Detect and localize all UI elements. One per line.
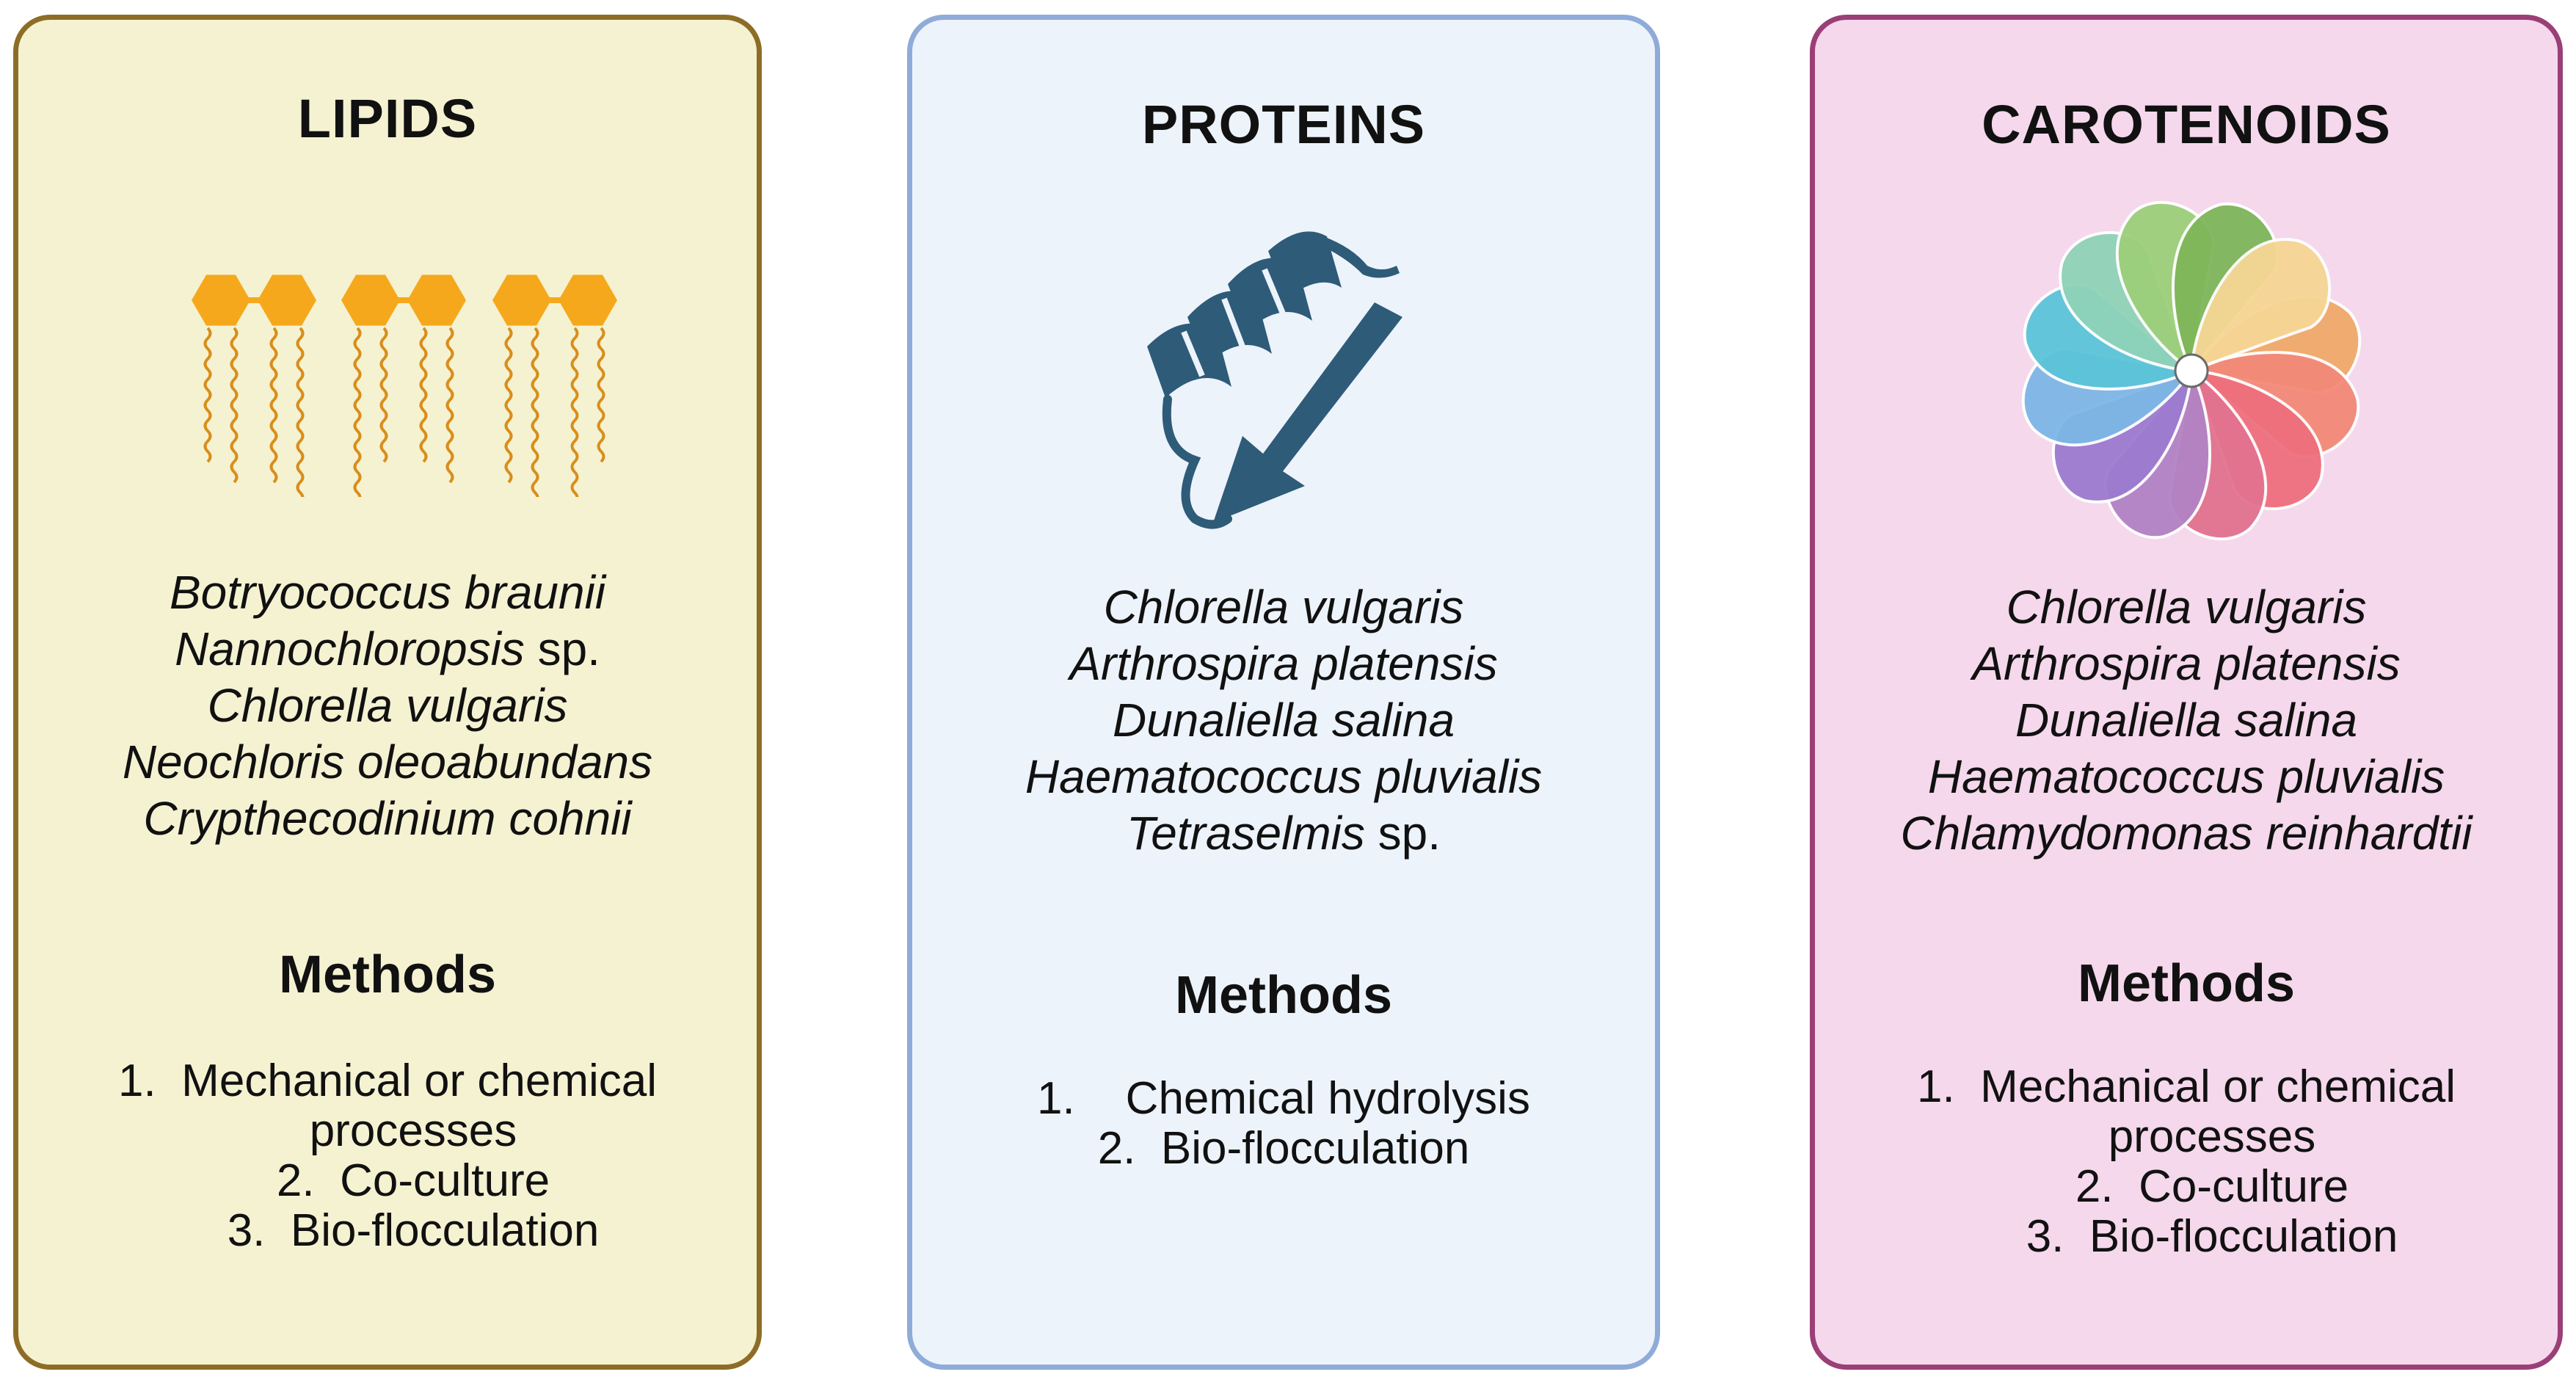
lipid-head [341,275,400,326]
lipid-head [407,275,466,326]
method-item: 2. Co-culture [276,1155,550,1206]
lipid-tail [597,327,605,463]
method-item: 1. Chemical hydrolysis [1037,1073,1530,1124]
species-item: Arthrospira platensis [1069,637,1498,690]
proteins-species-list: Chlorella vulgaris Arthrospira platensis… [912,579,1655,862]
proteins-methods-title: Methods [1175,966,1392,1025]
lipid-tail [296,327,305,497]
species-item: Botryococcus braunii [169,566,606,619]
lipid-head [492,275,551,326]
proteins-panel: PROTEINS Chlorella vulgaris Arthrospira … [907,15,1660,1370]
species-item: Haematococcus pluvialis [1025,750,1543,803]
carotenoid-pigment-icon [2021,200,2362,541]
carotenoids-species-list: Chlorella vulgaris Arthrospira platensis… [1815,579,2558,862]
lipid-tail [353,327,362,497]
method-item: processes [309,1105,517,1156]
method-item: 2. Bio-flocculation [1097,1123,1470,1174]
protein-structure-icon [1147,231,1402,529]
lipid-tail [531,327,539,497]
method-item: 3. Bio-flocculation [2026,1211,2398,1262]
species-item: Chlamydomonas reinhardtii [1900,807,2473,860]
species-item: Dunaliella salina [1112,694,1455,747]
species-item: Arthrospira platensis [1972,637,2401,690]
species-item: Tetraselmis sp. [1127,807,1441,860]
carotenoids-methods-title: Methods [2078,954,2295,1013]
lipids-panel: LIPIDS Botryococcus braunii Nannochlorop… [13,15,762,1370]
lipid-tail [504,327,513,484]
lipid-tail [203,327,212,463]
lipid-tail [419,327,428,463]
species-item: Nannochloropsis sp. [175,622,600,675]
lipid-tail [230,327,239,484]
lipids-methods-list: 1. Mechanical or chemical processes 2. C… [18,1056,757,1256]
species-item: Chlorella vulgaris [1103,581,1464,633]
lipids-species-list: Botryococcus braunii Nannochloropsis sp.… [18,564,757,847]
lipid-tail [570,327,579,497]
species-item: Neochloris oleoabundans [122,736,653,788]
lipid-tail [379,327,388,463]
lipid-head [559,275,617,326]
carotenoids-panel: CAROTENOIDS Chlorella vulgaris Arthrospi… [1810,15,2563,1370]
species-item: Chlorella vulgaris [2006,581,2367,633]
pigment-petal [2189,238,2332,373]
method-item: processes [2108,1111,2316,1162]
carotenoids-title: CAROTENOIDS [1982,94,2391,155]
lipid-tail [445,327,454,484]
method-item: 2. Co-culture [2075,1161,2349,1212]
method-item: 1. Mechanical or chemical [118,1056,657,1106]
species-item: Crypthecodinium cohnii [143,792,632,845]
lipid-head [258,275,316,326]
lipid-bilayer-icon [192,275,617,497]
lipids-title: LIPIDS [297,88,478,149]
proteins-title: PROTEINS [1141,94,1426,155]
carotenoids-methods-list: 1. Mechanical or chemical processes 2. C… [1815,1062,2558,1262]
proteins-methods-list: 1. Chemical hydrolysis 2. Bio-flocculati… [912,1074,1655,1174]
method-item: 1. Mechanical or chemical [1917,1061,2456,1112]
lipid-tail [269,327,278,484]
species-item: Haematococcus pluvialis [1927,750,2445,803]
species-item: Chlorella vulgaris [207,679,568,732]
lipids-methods-title: Methods [279,945,496,1004]
method-item: 3. Bio-flocculation [227,1205,600,1256]
lipid-head [192,275,250,326]
species-item: Dunaliella salina [2015,694,2358,747]
